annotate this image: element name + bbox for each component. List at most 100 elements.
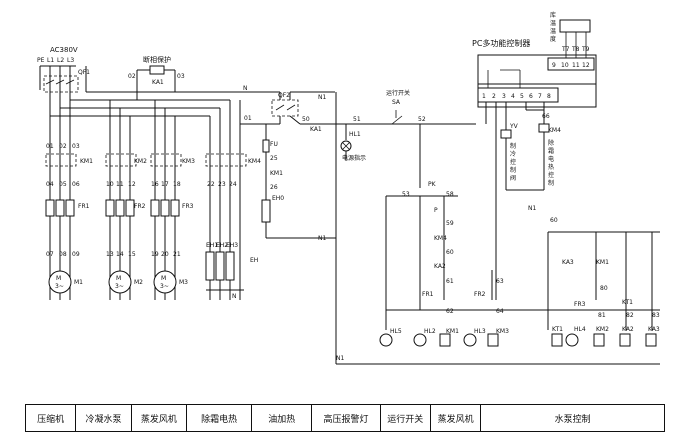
km2-contactor xyxy=(105,153,137,167)
wire-25-label: 25 xyxy=(270,155,278,162)
wire-label: 21 xyxy=(173,251,181,258)
wire-label: 19 xyxy=(151,251,159,258)
terminal-label: 1 xyxy=(482,93,486,100)
motor-2-circuit: KM2 10 11 12 FR2 13 14 15 M 3~ M2 xyxy=(105,153,147,294)
legend-defrost-heater: 除霜电热 xyxy=(187,405,253,431)
km4-contact-label: KM4 xyxy=(434,235,447,242)
wire-26-label: 26 xyxy=(270,184,278,191)
wire-label: 16 xyxy=(151,181,159,188)
qf2-breaker xyxy=(271,92,299,117)
n1-right-label: N1 xyxy=(528,205,536,212)
motor-label: M3 xyxy=(179,279,188,286)
km4-ctrl-label: 控 xyxy=(548,171,554,179)
km4-ctrl-label: 霜 xyxy=(548,148,554,155)
legend-evaporator-fan: 蒸发风机 xyxy=(132,405,187,431)
legend-pump-control: 水泵控制 xyxy=(554,414,591,425)
wire-label: 12 xyxy=(128,181,136,188)
wire-label: 22 xyxy=(207,181,215,188)
run-switch xyxy=(391,110,403,125)
wire-label: 24 xyxy=(229,181,237,188)
load-label: KM1 xyxy=(446,328,459,335)
n-line-label: N xyxy=(243,85,248,92)
protection-left-no: 02 xyxy=(128,73,136,80)
km4-contactor xyxy=(205,153,247,167)
control-ladder xyxy=(336,124,660,365)
protection-right-no: 03 xyxy=(177,73,185,80)
n1-bottom-label: N1 xyxy=(336,355,344,362)
wire-label: 10 xyxy=(106,181,114,188)
power-lamp-branch xyxy=(335,124,352,364)
sensor-label: 库 xyxy=(550,11,556,19)
terminal-label: 9 xyxy=(552,62,556,69)
sensor-label: 温 xyxy=(550,27,556,35)
oil-heater-branch xyxy=(261,124,336,239)
wire-81-label: 81 xyxy=(598,312,606,319)
legend-evaporator-fan-2: 蒸发风机 xyxy=(431,405,482,431)
sensor-code: T7 xyxy=(561,46,570,53)
valve-label: 制 xyxy=(510,142,516,150)
legend-bar: 压缩机 冷凝水泵 蒸发风机 除霜电热 油加热 高压报警灯 运行开关 蒸发风机 水… xyxy=(25,404,665,432)
wire-59-label: 59 xyxy=(446,220,454,227)
load-label: KA2 xyxy=(622,326,634,333)
wire-label: 06 xyxy=(72,181,80,188)
wire-82-label: 82 xyxy=(626,312,634,319)
load-label: KM2 xyxy=(596,326,609,333)
protection-relay xyxy=(136,65,176,100)
wire-63-label: 63 xyxy=(496,278,504,285)
svg-text:M: M xyxy=(161,275,166,282)
motor-symbol xyxy=(48,270,72,294)
hl1-label: 电源指示 xyxy=(342,154,366,162)
km4-ctrl-label: 制 xyxy=(548,179,554,187)
load-label: HL5 xyxy=(390,328,402,335)
relay-label: FR3 xyxy=(182,203,194,210)
load-label: HL3 xyxy=(474,328,486,335)
qf1-breaker xyxy=(43,75,79,93)
contactor-label: KM3 xyxy=(182,158,195,165)
temperature-sensor xyxy=(559,19,591,58)
control-top-wires xyxy=(240,91,476,125)
n1-top-label: N1 xyxy=(318,94,326,101)
contactor-label: KM1 xyxy=(80,158,93,165)
wire-66-label: 66 xyxy=(542,113,550,120)
legend-compressor: 压缩机 xyxy=(26,405,77,431)
controller-title: PC多功能控制器 xyxy=(472,38,530,48)
km4-ctrl-label: 热 xyxy=(548,163,554,171)
motor-3-circuit: KM3 16 17 18 FR3 19 20 21 M 3~ M3 xyxy=(150,153,195,294)
terminal-label: 12 xyxy=(582,62,590,69)
motor-1-circuit: 01 02 03 KM1 04 05 06 FR1 07 08 09 M 3~ … xyxy=(45,143,93,294)
protection-relay-label: KA1 xyxy=(152,79,164,86)
km1-contactor xyxy=(45,153,77,167)
terminal-label: 6 xyxy=(529,93,533,100)
wire-label: 09 xyxy=(72,251,80,258)
n-line-label: N xyxy=(232,293,237,300)
fr3-contact-label: FR3 xyxy=(574,301,586,308)
contactor-label: KM4 xyxy=(248,158,261,165)
motor-symbol xyxy=(153,270,177,294)
valve-label: 控 xyxy=(510,158,516,166)
loads-row xyxy=(379,333,657,347)
wire-50-label: 50 xyxy=(302,116,310,123)
sensor-code: T9 xyxy=(581,46,590,53)
km1-contact-label: KM1 xyxy=(596,259,609,266)
svg-text:3~: 3~ xyxy=(160,283,169,290)
load-label: KM3 xyxy=(496,328,509,335)
motor-label: M1 xyxy=(74,279,83,286)
defrost-heater-circuit: KM4 22 23 24 EH1 EH2 EH3 EH N xyxy=(205,153,261,300)
hl1-code: HL1 xyxy=(349,131,361,138)
wire-label: 11 xyxy=(116,181,124,188)
km4-ctrl-code: KM4 xyxy=(548,127,561,134)
wire-58-label: 58 xyxy=(446,191,454,198)
n1-mid-label: N1 xyxy=(318,235,326,242)
switch-label: 运行开关 xyxy=(386,89,410,97)
terminal-label: 5 xyxy=(520,93,524,100)
wire-60a-label: 60 xyxy=(446,249,454,256)
km4-ctrl-label: 除 xyxy=(548,139,554,147)
wire-51-label: 51 xyxy=(353,116,361,123)
terminal-label: 10 xyxy=(561,62,569,69)
wire-62-label: 62 xyxy=(446,308,454,315)
phase-l3-label: L3 xyxy=(67,57,74,64)
protection-title: 断相保护 xyxy=(143,55,171,64)
wire-61-label: 61 xyxy=(446,278,454,285)
load-label: KT1 xyxy=(552,326,563,333)
wire-label: 17 xyxy=(161,181,169,188)
